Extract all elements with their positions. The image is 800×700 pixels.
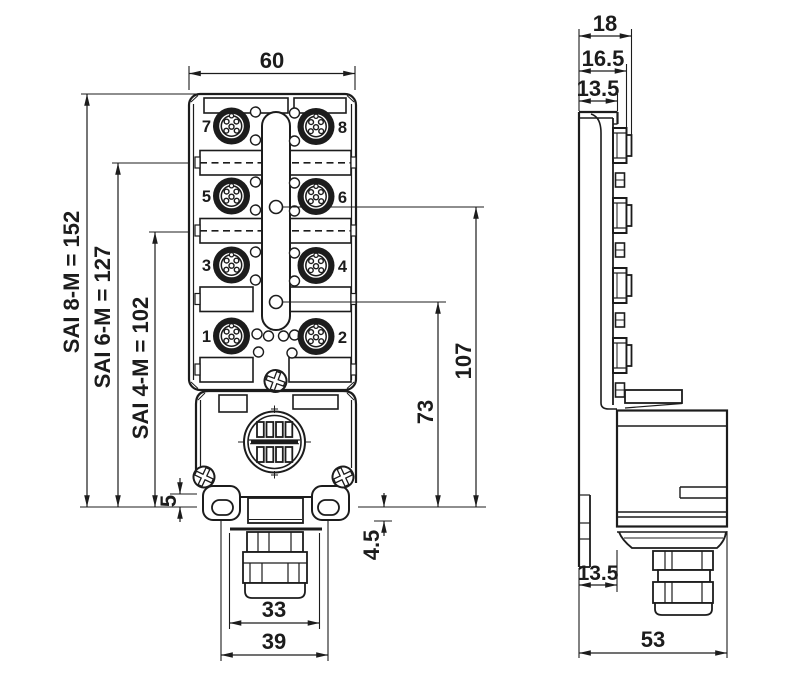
side-connector-bumps	[612, 127, 633, 398]
port-number-8: 8	[338, 119, 347, 137]
port-number-4: 4	[338, 258, 348, 276]
m12-port-5	[212, 176, 251, 216]
side-box-outline	[615, 409, 729, 528]
dim-sai4m-102: SAI 4-M = 102	[128, 297, 153, 439]
dim-depth-16-5: 16.5	[582, 46, 625, 71]
port-number-2: 2	[338, 329, 347, 347]
central-mounting-slot	[261, 111, 291, 331]
dim-73: 73	[413, 400, 438, 424]
vent-grille	[238, 405, 311, 479]
m12-port-7	[212, 106, 251, 146]
m12-port-6	[296, 177, 336, 216]
cable-gland-side	[652, 550, 714, 616]
front-dimensions: 60 SAI 8-M = 152 SAI 6-M = 127 SAI 4-M =…	[59, 48, 479, 658]
side-foot	[579, 494, 591, 568]
side-gland-cap	[654, 602, 713, 616]
front-view: 7 8 5 6 3 4 1 2	[59, 48, 486, 661]
top-label-window-left	[203, 97, 289, 114]
upper-housing: 7 8 5 6 3 4 1 2	[187, 92, 484, 394]
front-extension-lines	[80, 66, 486, 661]
corner-screw-right	[329, 463, 357, 491]
foot-slot-left	[211, 499, 234, 516]
dim-offset-13-5: 13.5	[578, 562, 619, 585]
marking-strips	[194, 149, 357, 383]
port-number-5: 5	[202, 188, 211, 206]
dim-foot-offset-4-5: 4.5	[359, 530, 384, 561]
m12-port-3	[212, 245, 251, 285]
side-plate	[577, 110, 619, 568]
m12-port-2	[296, 317, 336, 356]
side-lower-box	[615, 389, 729, 549]
side-view: 18 16.5 13.5 13.5 53	[577, 11, 729, 658]
dim-total-53: 53	[641, 627, 665, 652]
gland-cap	[244, 582, 306, 599]
lower-label-window-left	[218, 394, 248, 413]
dim-depth-18: 18	[593, 11, 617, 36]
dim-width-60: 60	[260, 48, 284, 73]
port-number-3: 3	[202, 257, 211, 275]
port-number-6: 6	[338, 189, 347, 207]
m12-port-1	[212, 316, 251, 356]
m12-port-8	[296, 107, 336, 146]
side-dimensions: 18 16.5 13.5 13.5 53	[577, 11, 727, 656]
foot-slot-right	[317, 499, 340, 516]
dim-107: 107	[451, 343, 476, 380]
side-clips	[614, 172, 626, 398]
dim-span-39: 39	[262, 629, 286, 654]
dim-sai6m-127: SAI 6-M = 127	[90, 246, 115, 388]
side-top-flange	[624, 389, 683, 404]
dim-foot-slot-5: 5	[156, 495, 181, 507]
lower-housing-outline	[194, 389, 358, 483]
dim-depth-13-5: 13.5	[577, 76, 620, 101]
corner-screw-left	[190, 463, 218, 491]
port-number-1: 1	[202, 328, 211, 346]
dim-gland-33: 33	[262, 597, 286, 622]
lower-housing	[190, 389, 358, 524]
cable-gland-front	[230, 527, 322, 599]
cable-support-block	[247, 497, 304, 524]
dim-sai8m-152: SAI 8-M = 152	[59, 211, 84, 353]
side-skirt	[618, 531, 727, 549]
port-number-7: 7	[202, 118, 211, 136]
small-holes	[249, 106, 301, 359]
m12-port-4	[296, 246, 336, 285]
center-hole-upper	[268, 199, 284, 215]
port-numbers: 7 8 5 6 3 4 1 2	[202, 118, 348, 347]
lower-label-window-right	[292, 394, 339, 410]
center-hole-lower	[268, 294, 284, 310]
